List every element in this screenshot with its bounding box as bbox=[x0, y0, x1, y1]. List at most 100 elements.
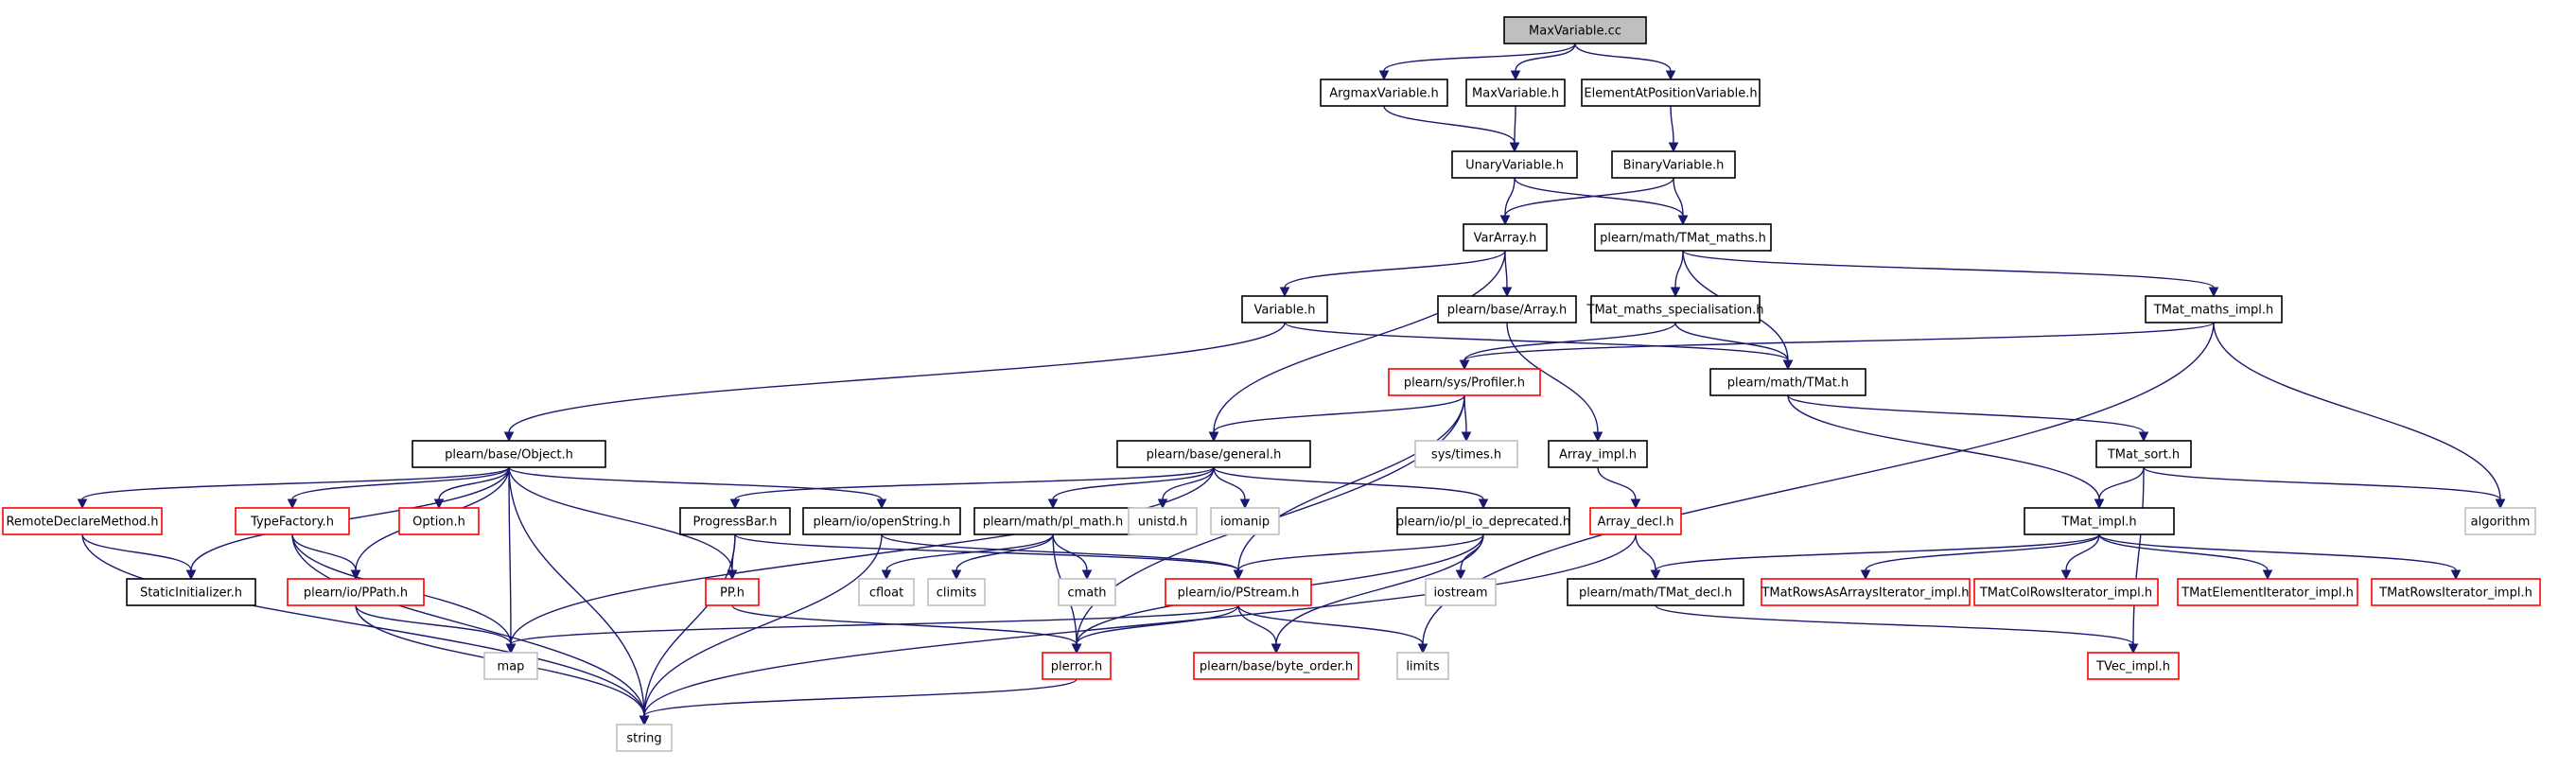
node-iomanip[interactable]: iomanip bbox=[1210, 507, 1280, 535]
edge-line bbox=[643, 678, 1078, 717]
edge-line bbox=[643, 533, 1637, 717]
node-box bbox=[483, 652, 538, 680]
arrowhead bbox=[287, 498, 298, 510]
node-algorithm[interactable]: algorithm bbox=[2464, 507, 2536, 535]
node-plearn-math-pl-math-h[interactable]: plearn/math/pl_math.h bbox=[973, 507, 1132, 535]
node-label: string bbox=[626, 732, 661, 746]
edge-line bbox=[81, 533, 645, 717]
node-label: VarArray.h bbox=[1474, 232, 1537, 246]
arrowhead bbox=[1378, 70, 1390, 81]
node-array-decl-h[interactable]: Array_decl.h bbox=[1589, 507, 1682, 535]
node-plearn-io-ppath-h[interactable]: plearn/io/PPath.h bbox=[287, 578, 425, 606]
node-tmat-sort-h[interactable]: TMat_sort.h bbox=[2095, 440, 2192, 468]
node-label: iostream bbox=[1433, 586, 1487, 601]
node-elementatpositionvariable-h[interactable]: ElementAtPositionVariable.h bbox=[1581, 79, 1761, 107]
node-string[interactable]: string bbox=[616, 724, 673, 752]
edge-line bbox=[1463, 322, 2215, 361]
node-iostream[interactable]: iostream bbox=[1425, 578, 1497, 606]
arrowhead bbox=[1461, 431, 1472, 443]
arrowhead bbox=[77, 498, 88, 510]
dependency-edge bbox=[1208, 394, 1465, 443]
node-map[interactable]: map bbox=[483, 652, 538, 680]
arrowhead bbox=[1510, 70, 1521, 81]
dependency-edge bbox=[1650, 533, 2100, 581]
node-tmat-maths-specialisation-h[interactable]: TMat_maths_specialisation.h bbox=[1586, 295, 1764, 323]
node-maxvariable-cc: MaxVariable.cc bbox=[1503, 16, 1647, 44]
node-plearn-base-object-h[interactable]: plearn/base/Object.h bbox=[412, 440, 606, 468]
edge-line bbox=[2098, 466, 2145, 500]
arrowhead bbox=[1478, 498, 1489, 510]
arrowhead bbox=[1239, 498, 1251, 510]
dependency-edge bbox=[1860, 533, 2100, 581]
node-plearn-base-array-h[interactable]: plearn/base/Array.h bbox=[1437, 295, 1577, 323]
node-pp-h[interactable]: PP.h bbox=[705, 578, 760, 606]
node-staticinitializer-h[interactable]: StaticInitializer.h bbox=[126, 578, 256, 606]
node-tmat-maths-impl-h[interactable]: TMat_maths_impl.h bbox=[2145, 295, 2283, 323]
node-tmatrowsasarraysiterator-impl-h[interactable]: TMatRowsAsArraysIterator_impl.h bbox=[1761, 578, 1971, 606]
node-plearn-sys-profiler-h[interactable]: plearn/sys/Profiler.h bbox=[1388, 368, 1541, 396]
edge-line bbox=[1504, 177, 1516, 217]
node-tmatcolrowsiterator-impl-h[interactable]: TMatColRowsIterator_impl.h bbox=[1973, 578, 2159, 606]
dependency-edge bbox=[731, 604, 1082, 655]
edge-line bbox=[508, 322, 1286, 433]
node-sys-times-h[interactable]: sys/times.h bbox=[1414, 440, 1518, 468]
node-tmatrowsiterator-impl-h[interactable]: TMatRowsIterator_impl.h bbox=[2371, 578, 2541, 606]
arrowhead bbox=[1455, 569, 1466, 581]
arrowhead bbox=[350, 569, 361, 581]
dependency-edge bbox=[1378, 43, 1576, 81]
node-plearn-io-pl-io-deprecated-h[interactable]: plearn/io/pl_io_deprecated.h bbox=[1396, 507, 1570, 535]
node-maxvariable-h[interactable]: MaxVariable.h bbox=[1465, 79, 1566, 107]
node-plerror-h[interactable]: plerror.h bbox=[1042, 652, 1112, 680]
node-label: TypeFactory.h bbox=[250, 516, 334, 530]
node-limits[interactable]: limits bbox=[1396, 652, 1449, 680]
node-vararray-h[interactable]: VarArray.h bbox=[1463, 223, 1548, 252]
edge-line bbox=[1383, 43, 1576, 72]
arrowhead bbox=[2495, 498, 2506, 510]
edge-line bbox=[1076, 604, 1239, 645]
node-typefactory-h[interactable]: TypeFactory.h bbox=[235, 507, 350, 535]
arrowhead bbox=[727, 569, 738, 581]
node-label: TVec_impl.h bbox=[2095, 660, 2170, 674]
node-unistd-h[interactable]: unistd.h bbox=[1128, 507, 1198, 535]
node-tmat-impl-h[interactable]: TMat_impl.h bbox=[2024, 507, 2175, 535]
node-label: TMat_impl.h bbox=[2060, 516, 2136, 530]
node-label: ArgmaxVariable.h bbox=[1329, 87, 1439, 101]
node-plearn-math-tmat-maths-h[interactable]: plearn/math/TMat_maths.h bbox=[1594, 223, 1772, 252]
node-plearn-io-pstream-h[interactable]: plearn/io/PStream.h bbox=[1165, 578, 1312, 606]
node-box bbox=[1414, 440, 1518, 468]
dependency-edge bbox=[81, 533, 650, 726]
node-array-impl-h[interactable]: Array_impl.h bbox=[1548, 440, 1648, 468]
node-tmatelementiterator-impl-h[interactable]: TMatElementIterator_impl.h bbox=[2177, 578, 2358, 606]
node-box bbox=[1042, 652, 1112, 680]
node-remotedeclaremethod-h[interactable]: RemoteDeclareMethod.h bbox=[2, 507, 163, 535]
arrowhead bbox=[1499, 215, 1511, 226]
node-argmaxvariable-h[interactable]: ArgmaxVariable.h bbox=[1320, 79, 1448, 107]
dependency-edge bbox=[1597, 466, 1641, 510]
arrowhead bbox=[2262, 569, 2273, 581]
arrowhead bbox=[503, 431, 515, 443]
arrowhead bbox=[1677, 215, 1689, 226]
node-box bbox=[1193, 652, 1359, 680]
dependency-edge bbox=[1237, 604, 1282, 655]
node-progressbar-h[interactable]: ProgressBar.h bbox=[679, 507, 791, 535]
node-plearn-math-tmat-h[interactable]: plearn/math/TMat.h bbox=[1709, 368, 1866, 396]
node-cfloat[interactable]: cfloat bbox=[858, 578, 915, 606]
arrowhead bbox=[1047, 498, 1059, 510]
node-unaryvariable-h[interactable]: UnaryVariable.h bbox=[1451, 150, 1578, 179]
edge-line bbox=[2132, 466, 2145, 645]
dependency-edge bbox=[1506, 322, 1603, 443]
node-plearn-base-byte-order-h[interactable]: plearn/base/byte_order.h bbox=[1193, 652, 1359, 680]
node-plearn-math-tmat-decl-h[interactable]: plearn/math/TMat_decl.h bbox=[1567, 578, 1744, 606]
dependency-edge bbox=[1157, 466, 1215, 510]
node-plearn-base-general-h[interactable]: plearn/base/general.h bbox=[1116, 440, 1311, 468]
node-variable-h[interactable]: Variable.h bbox=[1241, 295, 1328, 323]
node-binaryvariable-h[interactable]: BinaryVariable.h bbox=[1611, 150, 1736, 179]
node-label: plearn/math/pl_math.h bbox=[983, 516, 1124, 530]
node-cmath[interactable]: cmath bbox=[1058, 578, 1116, 606]
node-climits[interactable]: climits bbox=[927, 578, 986, 606]
node-tvec-impl-h[interactable]: TVec_impl.h bbox=[2087, 652, 2180, 680]
node-option-h[interactable]: Option.h bbox=[398, 507, 480, 535]
node-box bbox=[1709, 368, 1866, 396]
node-plearn-io-openstring-h[interactable]: plearn/io/openString.h bbox=[802, 507, 961, 535]
dependency-edge bbox=[1213, 466, 1489, 510]
